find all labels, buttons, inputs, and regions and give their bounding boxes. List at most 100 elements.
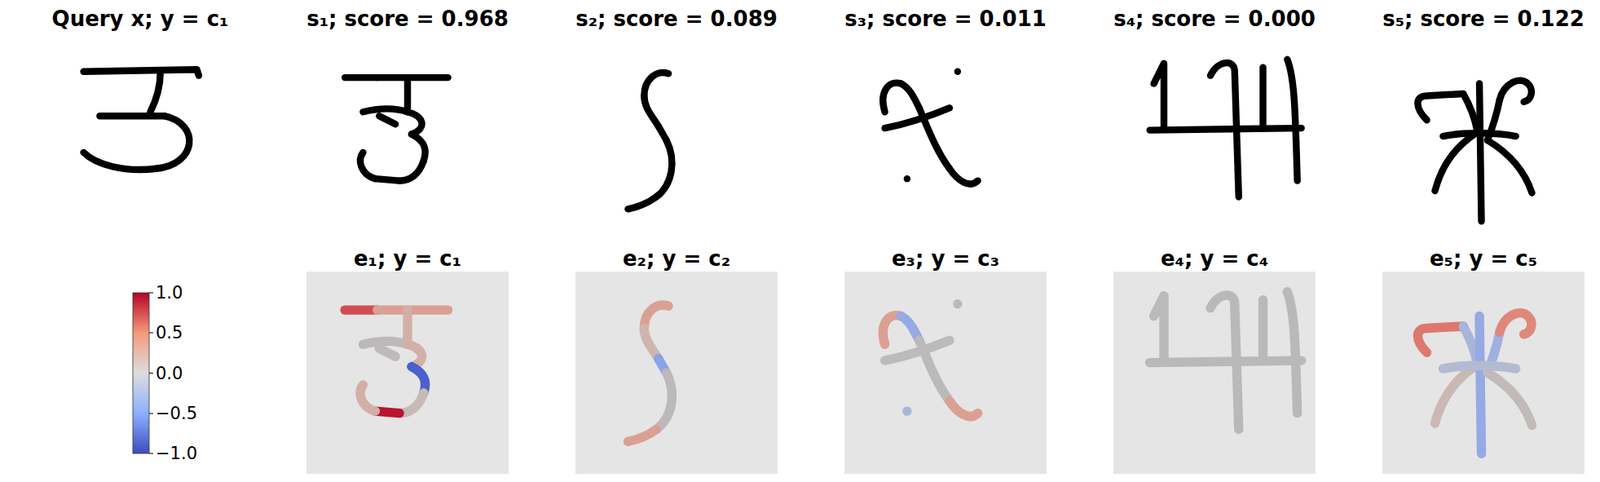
glyph-stroke xyxy=(1417,93,1464,120)
glyph-stroke xyxy=(1287,291,1297,414)
colorbar-tick xyxy=(149,453,154,454)
glyph-stroke xyxy=(1479,83,1481,222)
colorbar-label: −0.5 xyxy=(155,402,198,424)
heatmap-ground xyxy=(1113,271,1316,474)
glyph-stroke xyxy=(949,168,979,185)
explanation-panel: e₄; y = c₄ xyxy=(1080,243,1349,474)
colorbar xyxy=(132,292,150,454)
glyph-stroke xyxy=(1210,295,1239,429)
glyph-stroke xyxy=(949,401,979,417)
glyph-stroke xyxy=(1287,59,1297,181)
glyph-image xyxy=(1150,59,1302,198)
glyph-stroke xyxy=(399,160,424,181)
glyph-stroke xyxy=(402,309,412,340)
glyph-stroke xyxy=(1154,63,1164,128)
colorbar-label: 0.0 xyxy=(155,362,183,384)
glyph-stroke xyxy=(344,74,378,81)
panel-title: e₂; y = c₂ xyxy=(542,243,811,274)
glyph-stroke xyxy=(404,77,411,108)
colorbar-label: 1.0 xyxy=(155,282,183,304)
glyph-stroke xyxy=(1434,364,1477,424)
glyph-stroke xyxy=(627,196,657,209)
panel-title: s₂; score = 0.089 xyxy=(542,4,811,34)
glyph-stroke xyxy=(411,134,426,161)
explanation-heatmap xyxy=(844,271,1047,474)
explanation-panel: e₁; y = c₁ xyxy=(273,243,542,474)
colorbar-tick xyxy=(149,292,154,294)
glyph-stroke xyxy=(882,83,901,113)
glyph-stroke xyxy=(1150,360,1302,362)
glyph-stroke xyxy=(156,115,190,168)
image-panel: s₂; score = 0.089 xyxy=(542,4,811,242)
glyph-stroke xyxy=(900,83,919,109)
glyph-stroke xyxy=(643,304,669,328)
glyph-stroke xyxy=(1210,62,1239,197)
glyph-stroke xyxy=(1442,132,1516,137)
glyph-image xyxy=(882,71,978,185)
glyph-stroke xyxy=(99,112,164,120)
glyph-stroke xyxy=(902,405,912,415)
glyph-stroke xyxy=(1479,316,1481,454)
glyph-stroke xyxy=(643,327,658,358)
glyph-stroke xyxy=(377,304,449,314)
panel-title: s₅; score = 0.122 xyxy=(1349,4,1600,34)
panel-title: e₃; y = c₃ xyxy=(811,243,1080,274)
glyph-stroke xyxy=(399,392,424,414)
glyph-stroke xyxy=(149,71,160,113)
glyph-stroke xyxy=(643,95,658,126)
colorbar-label: −1.0 xyxy=(155,442,198,464)
panel-title: Query x; y = c₁ xyxy=(6,4,274,34)
glyph-stroke xyxy=(656,140,672,197)
image-panel: s₅; score = 0.122 xyxy=(1349,4,1600,242)
glyph-stroke xyxy=(407,111,423,134)
glyph-stroke xyxy=(83,69,199,75)
colorbar-tick xyxy=(149,413,154,415)
panel-title: e₄; y = c₄ xyxy=(1080,243,1349,274)
glyph-stroke xyxy=(954,67,961,75)
glyph-image xyxy=(627,72,672,209)
glyph-stroke xyxy=(374,178,400,181)
glyph-image xyxy=(83,69,199,170)
explanation-panel: e₃; y = c₃ xyxy=(811,243,1080,474)
glyph-stroke xyxy=(360,384,375,411)
glyph-stroke xyxy=(1487,372,1533,425)
panel-title: s₄; score = 0.000 xyxy=(1080,4,1349,34)
glyph-stroke xyxy=(1417,326,1464,353)
glyph-stroke xyxy=(1499,80,1532,102)
glyph-stroke xyxy=(885,339,950,361)
colorbar-tick xyxy=(149,372,154,374)
glyph-stroke xyxy=(1434,132,1477,191)
glyph-stroke xyxy=(903,175,911,182)
glyph-stroke xyxy=(627,428,657,441)
glyph-stroke xyxy=(643,72,669,96)
glyph-stroke xyxy=(362,109,408,113)
glyph-stroke xyxy=(885,107,950,128)
glyph-stroke xyxy=(1463,93,1477,133)
glyph-stroke xyxy=(83,152,157,170)
colorbar-label: 0.5 xyxy=(155,321,183,344)
glyph-stroke xyxy=(1154,295,1164,361)
explanation-panel: e₅; y = c₅ xyxy=(1349,243,1600,474)
explanation-heatmap xyxy=(1113,271,1316,474)
glyph-image xyxy=(344,77,448,181)
panel-title: e₅; y = c₅ xyxy=(1349,243,1600,274)
glyph-stroke xyxy=(1150,127,1302,130)
glyph-stroke xyxy=(1259,67,1266,128)
glyph-stroke xyxy=(360,152,375,179)
explanation-panel: e₂; y = c₂ xyxy=(542,243,811,474)
panel-title: e₁; y = c₁ xyxy=(273,243,542,274)
glyph-stroke xyxy=(952,299,962,309)
glyph-stroke xyxy=(362,341,408,345)
glyph-stroke xyxy=(1499,312,1532,335)
panel-title: s₁; score = 0.968 xyxy=(273,4,542,34)
image-panel: s₁; score = 0.968 xyxy=(273,4,542,242)
panel-title: s₃; score = 0.011 xyxy=(811,4,1080,34)
glyph-stroke xyxy=(344,304,378,314)
glyph-stroke xyxy=(1258,299,1268,361)
explanation-heatmap xyxy=(1382,271,1585,474)
glyph-stroke xyxy=(656,372,672,429)
glyph-stroke xyxy=(1442,365,1516,369)
